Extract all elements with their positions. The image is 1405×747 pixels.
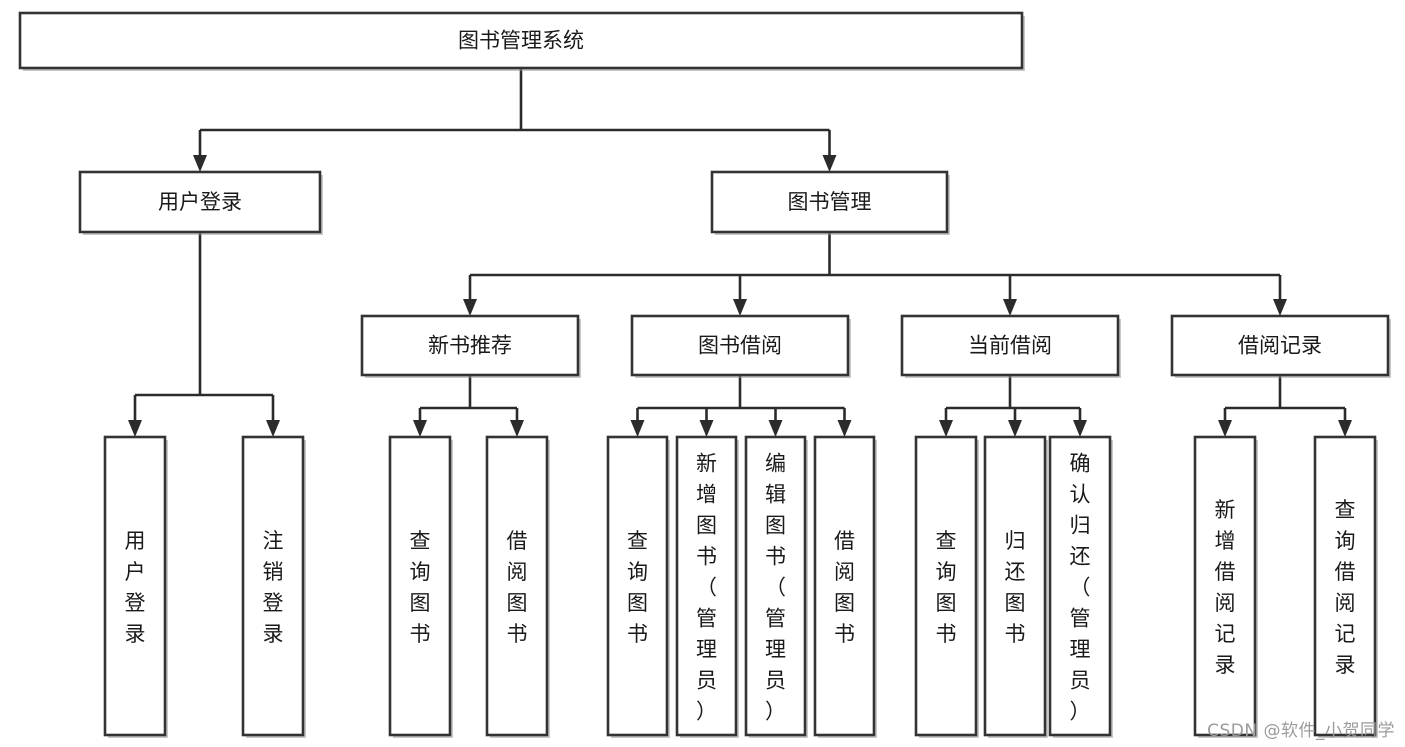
node-label: 借阅记录 <box>1238 334 1322 358</box>
node-label: 图书管理 <box>788 190 872 214</box>
arrow-head-icon <box>768 420 783 437</box>
watermark-text: CSDN @软件_小贺同学 <box>1207 721 1395 741</box>
node-box[interactable] <box>103 435 167 737</box>
arrow-head-icon <box>1273 299 1287 316</box>
node-label: 图书借阅 <box>698 334 782 358</box>
node-leaf-user-logout[interactable]: 注销登录 <box>241 435 306 738</box>
arrow-head-icon <box>822 155 837 172</box>
connector-record-to-leaves <box>1218 375 1352 437</box>
node-leaf-user-login[interactable]: 用户登录 <box>103 435 168 738</box>
node-leaf-edit-book[interactable]: 编辑图书（管理员） <box>744 435 808 738</box>
node-box[interactable] <box>1170 314 1390 377</box>
node-layer: 图书管理系统用户登录图书管理新书推荐图书借阅当前借阅借阅记录用户登录注销登录查询… <box>18 11 1391 738</box>
arrow-head-icon <box>1073 420 1087 437</box>
node-label: 注销登录 <box>263 529 284 646</box>
connector-recommend-to-leaves <box>413 375 524 437</box>
arrow-head-icon <box>266 420 280 437</box>
node-box[interactable] <box>710 170 949 234</box>
connector-layer <box>128 68 1352 437</box>
node-new-book-recommend[interactable]: 新书推荐 <box>360 314 581 378</box>
node-book-borrow[interactable]: 图书借阅 <box>630 314 851 378</box>
node-label: 借阅图书 <box>834 529 855 646</box>
node-box[interactable] <box>485 435 549 737</box>
node-label: 新增借阅记录 <box>1215 498 1236 677</box>
arrow-head-icon <box>193 155 207 172</box>
node-box[interactable] <box>744 435 807 737</box>
node-leaf-add-borrow-record[interactable]: 新增借阅记录 <box>1193 435 1258 738</box>
arrow-head-icon <box>699 420 714 437</box>
node-box[interactable] <box>1313 435 1377 737</box>
connector-current-to-leaves <box>939 375 1087 437</box>
node-box[interactable] <box>360 314 580 377</box>
node-box[interactable] <box>813 435 876 737</box>
node-label: 查询图书 <box>936 529 957 646</box>
node-box[interactable] <box>606 435 669 737</box>
node-label: 查询图书 <box>627 529 648 646</box>
node-leaf-query-book-recommend[interactable]: 查询图书 <box>388 435 453 738</box>
node-leaf-add-book[interactable]: 新增图书（管理员） <box>675 435 739 738</box>
node-leaf-query-book-current[interactable]: 查询图书 <box>914 435 979 738</box>
node-book-manage[interactable]: 图书管理 <box>710 170 950 235</box>
node-box[interactable] <box>900 314 1120 377</box>
arrow-head-icon <box>1338 420 1352 437</box>
arrow-head-icon <box>1008 420 1022 437</box>
arrow-head-icon <box>1003 299 1017 316</box>
node-box[interactable] <box>914 435 978 737</box>
node-label: 编辑图书（管理员） <box>765 452 786 724</box>
node-leaf-return-book[interactable]: 归还图书 <box>983 435 1048 738</box>
node-label: 新增图书（管理员） <box>696 452 717 724</box>
node-label: 确认归还（管理员） <box>1070 452 1091 724</box>
node-leaf-borrow-book[interactable]: 借阅图书 <box>813 435 877 738</box>
node-box[interactable] <box>1193 435 1257 737</box>
arrow-head-icon <box>463 299 477 316</box>
node-box[interactable] <box>18 11 1024 70</box>
arrow-head-icon <box>939 420 953 437</box>
node-label: 新书推荐 <box>428 334 512 358</box>
node-leaf-borrow-book-recommend[interactable]: 借阅图书 <box>485 435 550 738</box>
connector-bookmanage-to-level3 <box>463 232 1287 316</box>
node-box[interactable] <box>388 435 452 737</box>
arrow-head-icon <box>510 420 524 437</box>
node-label: 用户登录 <box>125 529 146 646</box>
node-borrow-record[interactable]: 借阅记录 <box>1170 314 1391 378</box>
node-label: 当前借阅 <box>968 334 1052 358</box>
node-current-borrow[interactable]: 当前借阅 <box>900 314 1121 378</box>
node-box[interactable] <box>675 435 738 737</box>
connector-root-to-level2 <box>193 68 837 172</box>
arrow-head-icon <box>630 420 645 437</box>
connector-userlogin-to-leaves <box>128 232 280 437</box>
node-label: 查询借阅记录 <box>1335 498 1356 677</box>
node-leaf-confirm-return[interactable]: 确认归还（管理员） <box>1048 435 1113 738</box>
node-label: 图书管理系统 <box>458 29 584 53</box>
node-box[interactable] <box>241 435 305 737</box>
node-box[interactable] <box>1048 435 1112 737</box>
arrow-head-icon <box>413 420 427 437</box>
node-box[interactable] <box>630 314 850 377</box>
node-root[interactable]: 图书管理系统 <box>18 11 1025 71</box>
arrow-head-icon <box>733 299 747 316</box>
node-label: 归还图书 <box>1005 529 1026 646</box>
arrow-head-icon <box>128 420 142 437</box>
node-label: 查询图书 <box>410 529 431 646</box>
node-leaf-query-book-borrow[interactable]: 查询图书 <box>606 435 670 738</box>
node-box[interactable] <box>983 435 1047 737</box>
connector-borrow-to-leaves <box>630 375 852 437</box>
arrow-head-icon <box>837 420 852 437</box>
node-label: 用户登录 <box>158 190 242 214</box>
node-user-login[interactable]: 用户登录 <box>78 170 323 235</box>
arrow-head-icon <box>1218 420 1232 437</box>
node-leaf-query-borrow-record[interactable]: 查询借阅记录 <box>1313 435 1378 738</box>
node-label: 借阅图书 <box>507 529 528 646</box>
node-box[interactable] <box>78 170 322 234</box>
